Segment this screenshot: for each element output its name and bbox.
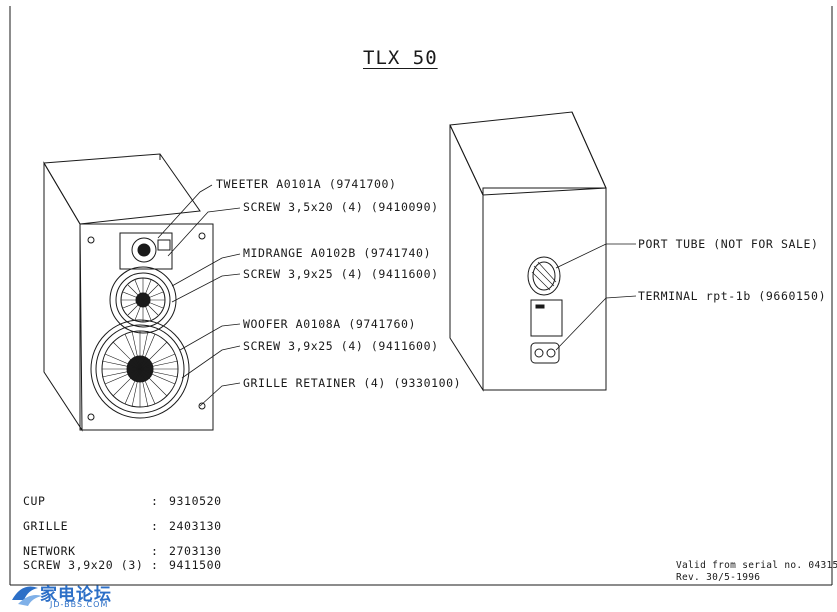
baffle-screw-icon bbox=[198, 232, 206, 240]
rear-label-plate bbox=[530, 299, 563, 337]
rear-speaker bbox=[449, 111, 637, 392]
front-baffle bbox=[79, 223, 214, 431]
front-cabinet-side bbox=[43, 161, 83, 432]
rear-leader-lines bbox=[555, 243, 637, 351]
rear-panel bbox=[482, 187, 607, 391]
callout-midrange: MIDRANGE A0102B (9741740) bbox=[243, 246, 432, 260]
validity-note: Valid from serial no. 04315 Rev. 30/5-19… bbox=[676, 560, 837, 584]
callout-port-tube: PORT TUBE (NOT FOR SALE) bbox=[638, 237, 819, 251]
drawing-title: TLX 50 bbox=[363, 47, 438, 69]
front-cabinet-top bbox=[43, 153, 201, 225]
callout-tweeter-screw: SCREW 3,5x20 (4) (9410090) bbox=[243, 200, 439, 214]
callout-midrange-screw: SCREW 3,9x25 (4) (9411600) bbox=[243, 267, 439, 281]
tweeter-unit bbox=[119, 232, 173, 270]
watermark-text: 家电论坛 bbox=[40, 585, 112, 605]
woofer-unit bbox=[90, 319, 190, 419]
callout-grille-retainer: GRILLE RETAINER (4) (9330100) bbox=[243, 376, 462, 390]
validity-serial: Valid from serial no. 04315 bbox=[676, 560, 837, 571]
callout-woofer: WOOFER A0108A (9741760) bbox=[243, 317, 417, 331]
watermark-logo-icon bbox=[12, 586, 42, 606]
baffle-screw-icon bbox=[87, 413, 95, 421]
callout-woofer-screw: SCREW 3,9x25 (4) (9411600) bbox=[243, 339, 439, 353]
rear-cabinet-top bbox=[449, 111, 607, 196]
front-leader-lines bbox=[157, 184, 241, 407]
callout-terminal: TERMINAL rpt-1b (9660150) bbox=[638, 289, 827, 303]
baffle-screw-icon bbox=[198, 402, 206, 410]
front-speaker bbox=[43, 153, 241, 432]
rear-cabinet-side bbox=[449, 124, 484, 392]
validity-revision: Rev. 30/5-1996 bbox=[676, 572, 761, 583]
callout-tweeter: TWEETER A0101A (9741700) bbox=[216, 177, 397, 191]
watermark-subtext: JD-BBS.COM bbox=[50, 600, 109, 609]
baffle-screw-icon bbox=[87, 236, 95, 244]
terminal-block bbox=[530, 342, 560, 364]
port-tube bbox=[527, 256, 561, 296]
midrange-unit bbox=[109, 266, 177, 334]
